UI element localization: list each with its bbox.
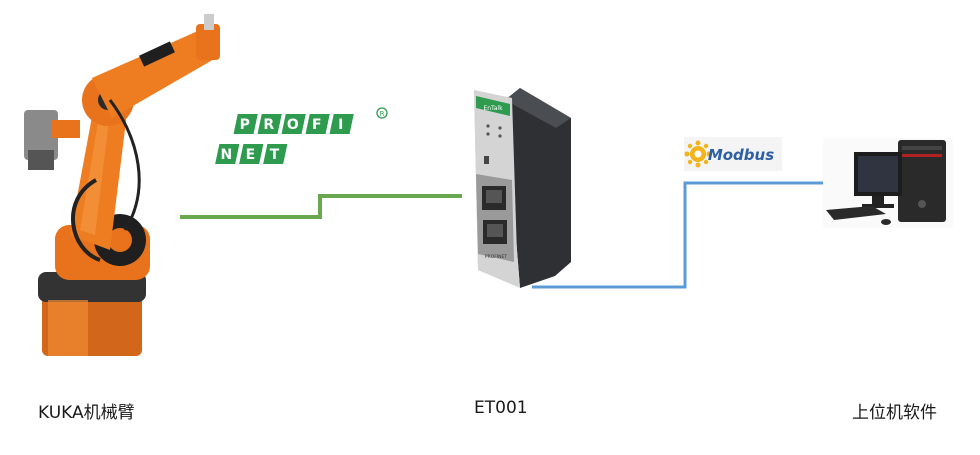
profinet-letter-net-2: T	[270, 147, 280, 163]
profinet-letter-profi-3: F	[312, 117, 322, 133]
modbus-logo-text: Modbus	[708, 146, 774, 164]
gateway-brand-text: EnTalk	[483, 105, 503, 112]
svg-text:R: R	[380, 110, 385, 118]
pc-software-label: 上位机软件	[852, 403, 937, 423]
profinet-tile-profi-1	[257, 114, 282, 134]
profinet-tile-profi-0	[233, 114, 258, 134]
kuka-robot-label: KUKA机械臂	[38, 403, 135, 423]
gateway-port-label: PROFINET	[485, 254, 508, 260]
profinet-letter-profi-0: P	[240, 117, 250, 133]
modbus-link-line	[532, 181, 838, 289]
profinet-letter-profi-1: R	[263, 117, 274, 133]
profinet-tile-profi-3	[305, 114, 330, 134]
profinet-letter-net-0: N	[221, 147, 233, 163]
pc-computer-illustration	[823, 138, 953, 228]
profinet-tile-profi-2	[281, 114, 306, 134]
profinet-tile-net-2	[263, 144, 288, 164]
profinet-letter-profi-4: I	[338, 117, 343, 133]
profinet-tile-net-1	[239, 144, 264, 164]
profinet-letter-net-1: E	[246, 147, 256, 163]
modbus-logo: Modbus	[684, 137, 782, 171]
et001-gateway-label: ET001	[474, 398, 528, 418]
profinet-link-line	[180, 194, 462, 219]
et001-gateway-device: EnTalk PROFINET	[474, 88, 571, 288]
kuka-robot-illustration	[24, 14, 220, 356]
profinet-letter-profi-2: O	[287, 117, 299, 133]
profinet-tile-net-0	[215, 144, 240, 164]
profinet-tile-profi-4	[329, 114, 354, 134]
